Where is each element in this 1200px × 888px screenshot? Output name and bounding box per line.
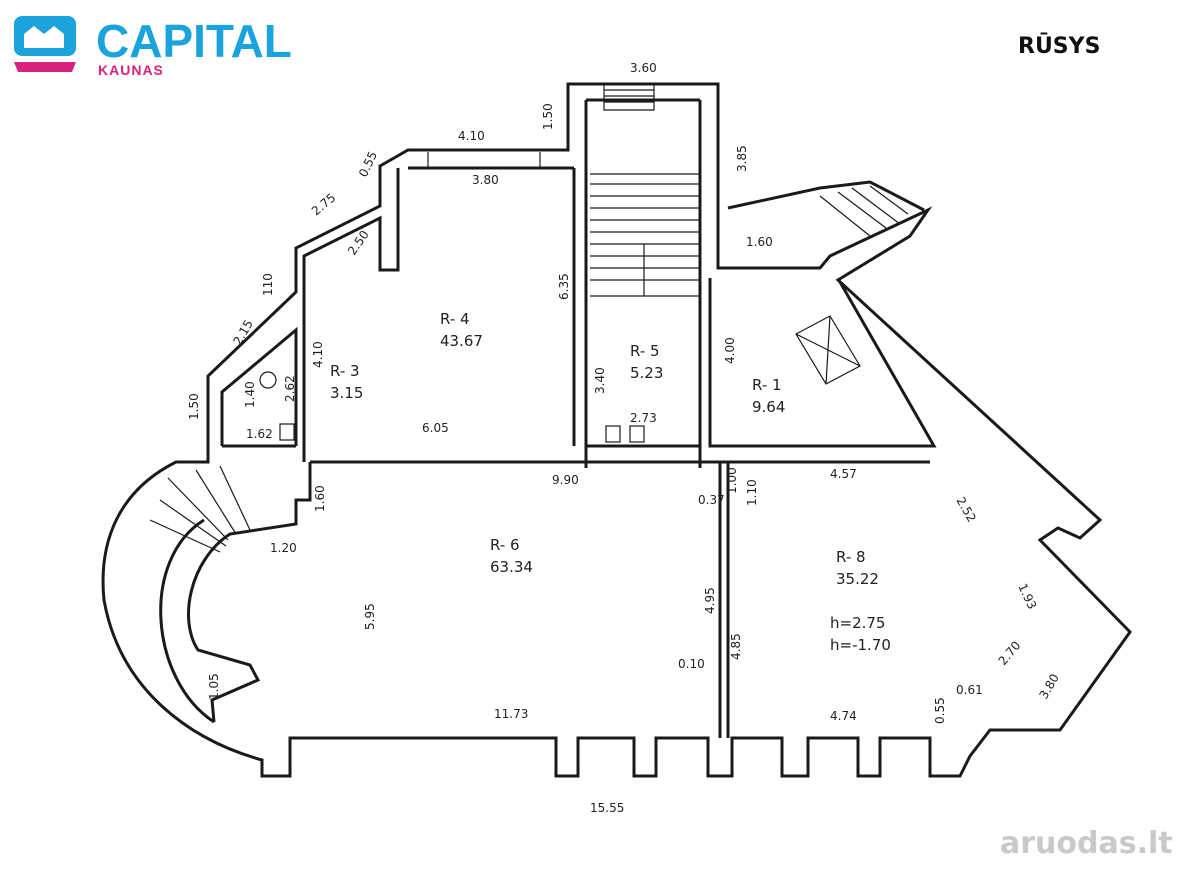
dimension-label: 1.20 [270, 541, 297, 555]
dimension-label: 4.74 [830, 709, 857, 723]
dimension-label: 1.40 [243, 381, 257, 408]
dimension-label: 1.50 [541, 103, 555, 130]
dimension-label: 4.00 [723, 337, 737, 364]
dimension-label: 0.10 [678, 657, 705, 671]
room-r8-area: 35.22 [836, 570, 879, 588]
dimension-label: 1.62 [246, 427, 273, 441]
room-r1-id: R- 1 [752, 376, 782, 394]
dimension-label: 3.80 [1036, 671, 1061, 701]
room-r8-depth: h=-1.70 [830, 636, 891, 654]
dimension-label: 4.57 [830, 467, 857, 481]
watermark: aruodas.lt [1000, 826, 1173, 861]
dimension-label: 0.61 [956, 683, 983, 697]
dimension-label: 2.70 [996, 638, 1024, 667]
room-r8-id: R- 8 [836, 548, 866, 566]
dimension-label: 0.55 [933, 697, 947, 724]
dimension-label: 1.50 [187, 393, 201, 420]
dimension-label: 3.40 [593, 367, 607, 394]
capital-kaunas-logo: CAPITAL KAUNAS [12, 12, 292, 78]
room-r4-id: R- 4 [440, 310, 470, 328]
room-r5-id: R- 5 [630, 342, 660, 360]
brand-name: CAPITAL [96, 15, 292, 67]
room-r8-height: h=2.75 [830, 614, 885, 632]
dimension-label: 2.73 [630, 411, 657, 425]
brand-city: KAUNAS [98, 62, 164, 78]
dimension-label: 3.85 [735, 145, 749, 172]
dimension-label: 1.10 [745, 479, 759, 506]
dimension-label: 1.60 [746, 235, 773, 249]
dimension-label: 4.10 [311, 341, 325, 368]
stairs-and-windows [149, 84, 909, 553]
dimension-label: 2.52 [953, 495, 978, 525]
dimension-label: 0.37 [698, 493, 725, 507]
room-r3-area: 3.15 [330, 384, 363, 402]
dimension-label: 2.75 [309, 190, 338, 218]
room-r3-id: R- 3 [330, 362, 360, 380]
dimension-label: 9.90 [552, 473, 579, 487]
dimension-label: 6.35 [557, 273, 571, 300]
room-r5-area: 5.23 [630, 364, 663, 382]
dimension-label: 4.85 [729, 633, 743, 660]
page-title: RŪSYS [1018, 34, 1101, 59]
room-r6-area: 63.34 [490, 558, 533, 576]
dimension-label: 1.93 [1015, 581, 1039, 611]
dimension-label: 1.00 [725, 467, 739, 494]
room-r4-area: 43.67 [440, 332, 483, 350]
dimension-label: 11.73 [494, 707, 528, 721]
dimension-label: 3.80 [472, 173, 499, 187]
house-logo-icon [14, 16, 76, 72]
dimension-label: 15.55 [590, 801, 624, 815]
dimension-label: 110 [261, 273, 275, 296]
dimension-label: 1.05 [207, 673, 221, 700]
dimension-label: 3.60 [630, 61, 657, 75]
dimension-label: 1.60 [313, 485, 327, 512]
room-r1-area: 9.64 [752, 398, 785, 416]
dimension-label: 5.95 [363, 603, 377, 630]
dimension-label: 6.05 [422, 421, 449, 435]
room-r6-id: R- 6 [490, 536, 520, 554]
dimension-label: 4.10 [458, 129, 485, 143]
dimension-label: 2.62 [283, 375, 297, 402]
dimension-label: 0.55 [356, 149, 380, 179]
plan-walls [101, 82, 1132, 778]
dimension-label: 4.95 [703, 587, 717, 614]
